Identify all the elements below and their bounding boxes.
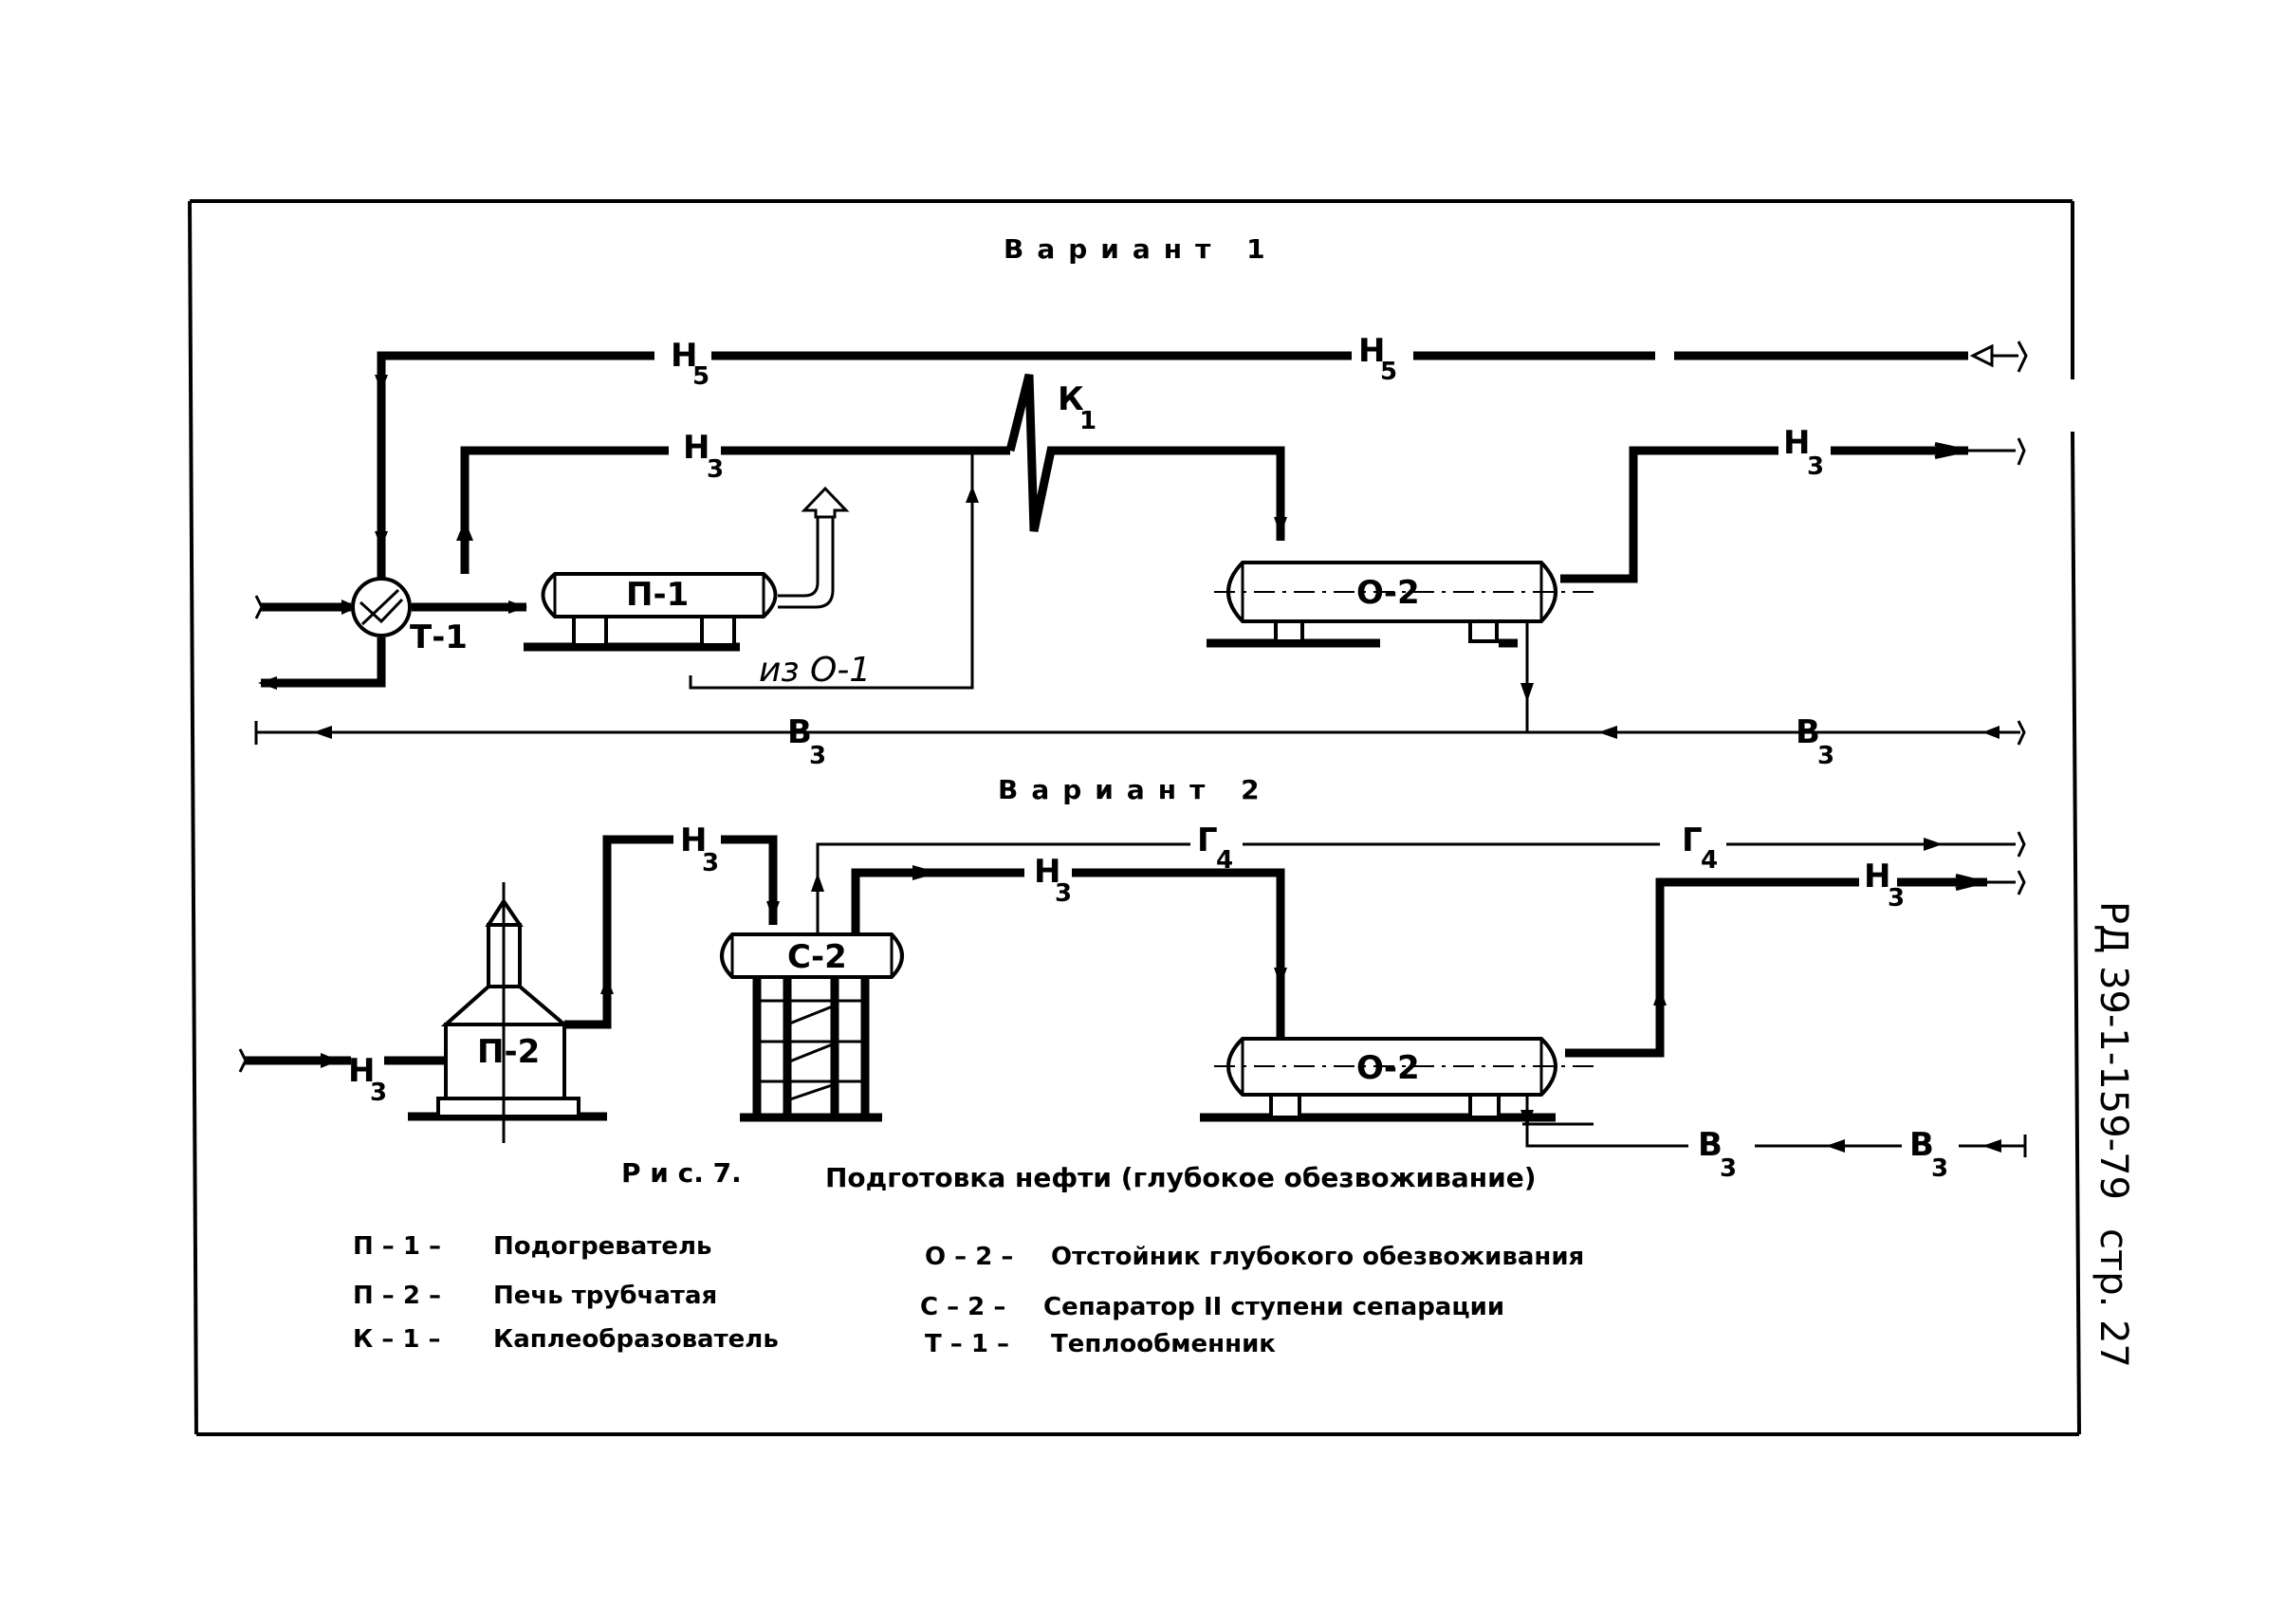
separator-c2 [720, 932, 904, 1122]
stream-n3-line-v1 [456, 373, 2026, 583]
settler-o2-v2 [1200, 870, 2026, 1126]
variant1-title: Вариант 1 [1004, 233, 1279, 265]
k1-sub: 1 [1079, 407, 1096, 435]
legend: П – 1 – Подогреватель П – 2 – Печь трубч… [353, 1232, 1584, 1358]
stream-n3-label-o2: Н [1034, 853, 1060, 891]
legend-left-code-0: П – 1 – [353, 1232, 441, 1261]
c2-label: С-2 [787, 938, 847, 976]
stream-n5-sub-a: 5 [692, 362, 709, 391]
stream-v3-sub-c: 3 [1720, 1154, 1737, 1183]
stream-n3-sub-o2: 3 [1055, 879, 1072, 908]
stream-n3-sub-c2: 3 [702, 849, 719, 877]
legend-left-desc-0: Подогреватель [493, 1232, 712, 1261]
stream-n3-label-in: Н [348, 1052, 375, 1090]
stream-n5-label-b: Н [1358, 332, 1385, 370]
stream-g4-label-b: Г [1682, 821, 1703, 859]
stream-n3-label-b: Н [1783, 424, 1810, 462]
legend-left-desc-1: Печь трубчатая [493, 1282, 717, 1310]
furnace-p2 [238, 835, 673, 1143]
stream-n5-line [375, 341, 2028, 607]
frame [188, 199, 2081, 1436]
heater-p1 [524, 486, 850, 652]
stream-n3-label-a: Н [683, 429, 709, 467]
stream-g4-sub-b: 4 [1701, 846, 1718, 875]
stream-n5-label-a: Н [671, 337, 697, 375]
p2-label: П-2 [477, 1033, 540, 1071]
legend-right-code-1: С – 2 – [920, 1293, 1005, 1321]
stream-v3-line-v2 [1520, 1095, 2027, 1157]
stream-n3-sub-out: 3 [1888, 884, 1905, 913]
stream-g4-sub-a: 4 [1216, 846, 1233, 875]
figure-caption: Подготовка нефти (глубокое обезвоживание… [825, 1162, 1537, 1193]
stream-n3-sub-b: 3 [1807, 452, 1824, 481]
heat-exchanger-t1 [351, 577, 412, 637]
settler-o2-v1 [1207, 561, 1594, 732]
stream-v3-label-d: В [1909, 1126, 1934, 1164]
legend-right-code-0: О – 2 – [925, 1243, 1013, 1271]
legend-right-desc-2: Теплообменник [1051, 1330, 1276, 1358]
stream-g4-label-a: Г [1197, 821, 1218, 859]
stream-n3-to-c2 [721, 835, 780, 925]
stream-v3-sub-d: 3 [1931, 1154, 1948, 1183]
stream-v3-label-a: В [787, 713, 812, 751]
from-o1-line [689, 451, 979, 690]
side-stamp: РД 39-1-159-79 стр. 27 [2092, 901, 2135, 1368]
figure-number: Р и с. 7. [621, 1157, 742, 1189]
stream-g4-line [811, 831, 2026, 934]
t1-label: Т-1 [410, 618, 468, 656]
stream-n3-label-c2: Н [680, 821, 707, 859]
stream-n5-sub-b: 5 [1380, 358, 1397, 386]
legend-left-code-1: П – 2 – [353, 1282, 441, 1310]
stream-v3-label-b: В [1796, 713, 1820, 751]
variant2-title: Вариант 2 [998, 774, 1273, 805]
p1-label: П-1 [626, 576, 689, 614]
o2-label-v2: О-2 [1356, 1049, 1420, 1087]
legend-left-desc-2: Каплеобразователь [493, 1325, 779, 1354]
stream-n3-to-o2 [851, 865, 1287, 1043]
k1-label: К [1058, 380, 1084, 418]
o2-label-v1: О-2 [1356, 574, 1420, 612]
t1-connections [254, 595, 527, 690]
stream-n3-label-out: Н [1864, 858, 1890, 895]
stream-n3-sub-a: 3 [707, 455, 724, 484]
stream-v3-line-v1 [254, 720, 2026, 746]
legend-left-code-2: К – 1 – [353, 1325, 441, 1354]
stream-n3-sub-in: 3 [370, 1079, 387, 1107]
stream-v3-sub-b: 3 [1817, 742, 1834, 770]
legend-right-desc-1: Сепаратор II ступени сепарации [1043, 1293, 1504, 1321]
doc-number: РД 39-1-159-79 [2092, 901, 2135, 1200]
legend-right-code-2: Т – 1 – [925, 1330, 1009, 1358]
stream-v3-label-c: В [1698, 1126, 1723, 1164]
legend-right-desc-0: Отстойник глубокого обезвоживания [1051, 1243, 1584, 1271]
stream-v3-sub-a: 3 [809, 742, 826, 770]
page-number: стр. 27 [2092, 1228, 2135, 1368]
from-o1-label: из О-1 [759, 651, 871, 690]
